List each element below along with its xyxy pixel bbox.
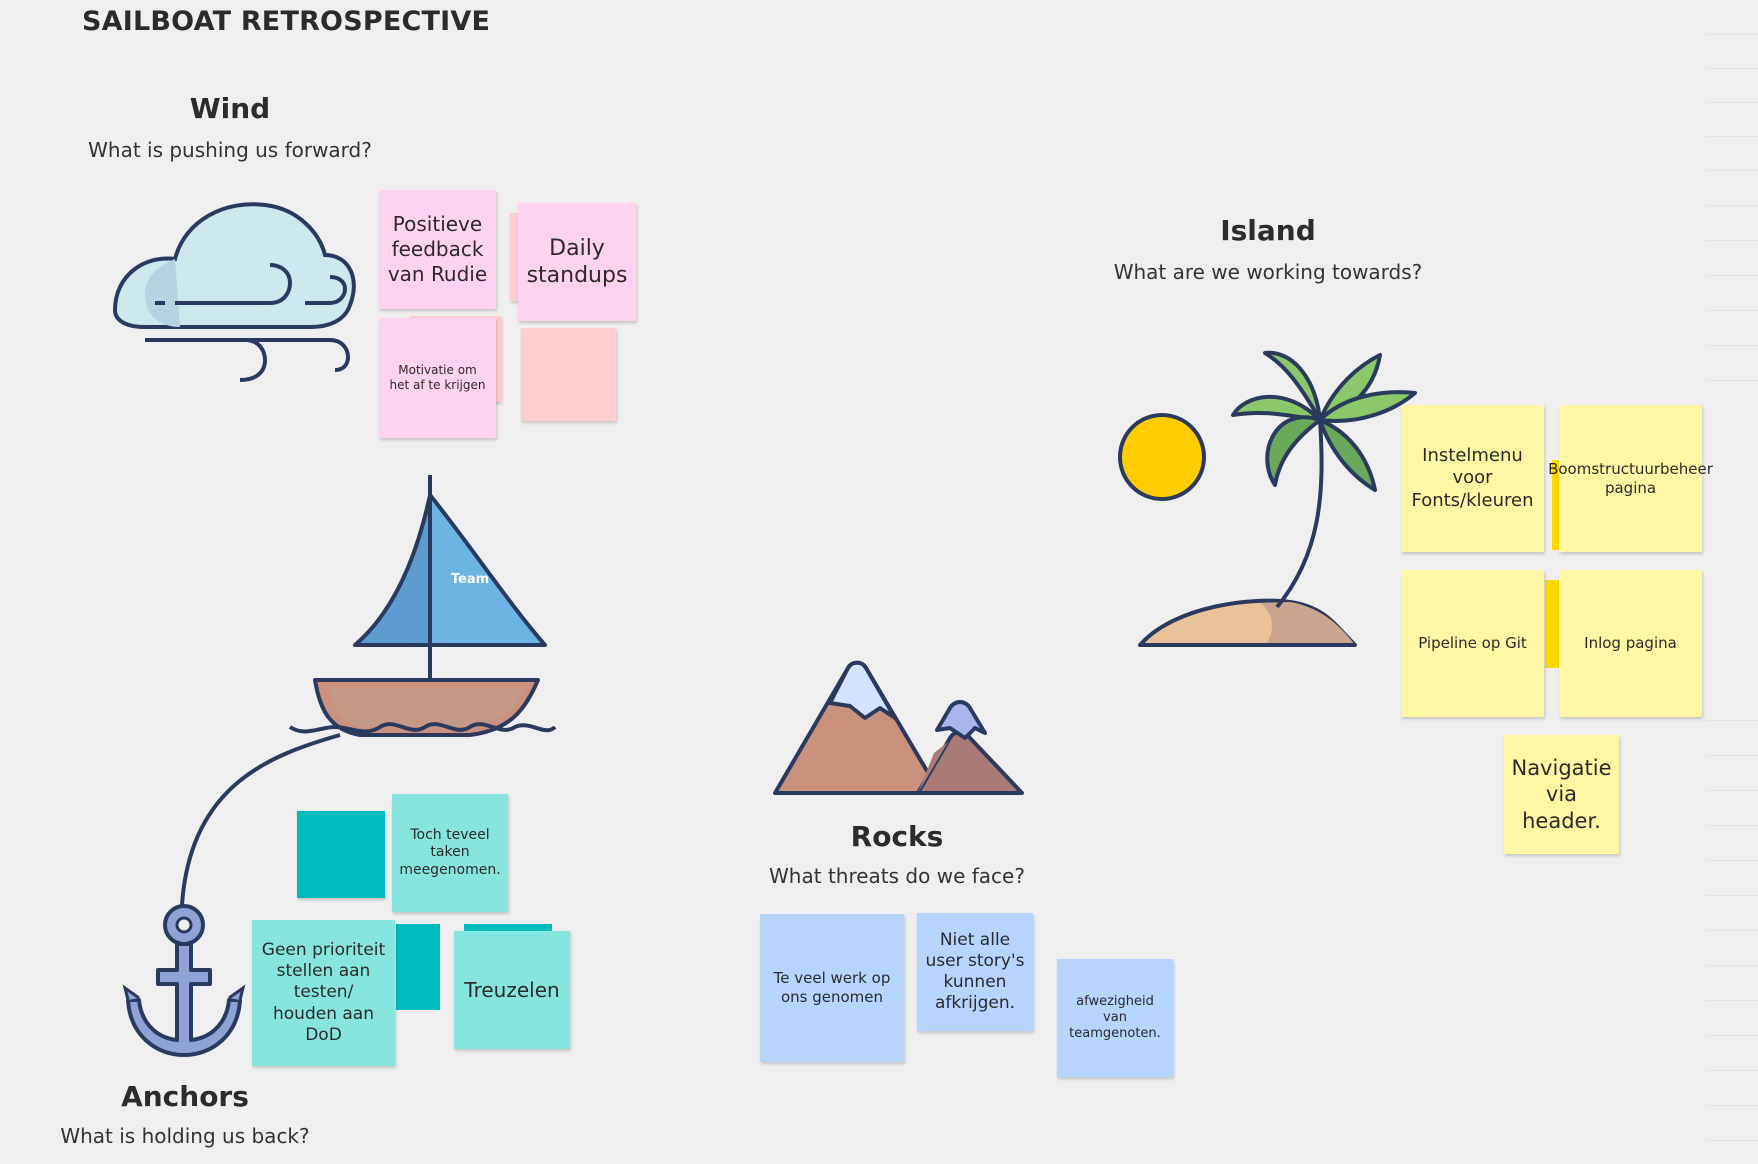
cloud-wind-icon <box>112 202 356 382</box>
board-title: SAILBOAT RETROSPECTIVE <box>82 6 491 37</box>
sticky-note[interactable]: afwezigheid van teamgenoten. <box>1057 959 1173 1077</box>
island-title: Island <box>1220 214 1316 247</box>
rocks-subtitle: What threats do we face? <box>769 864 1025 888</box>
sticky-note[interactable] <box>297 811 385 898</box>
sticky-note-edge[interactable] <box>1545 580 1561 668</box>
sticky-note[interactable]: Treuzelen <box>454 931 570 1049</box>
sun-icon <box>1118 413 1206 501</box>
sticky-note[interactable]: Positieve feedback van Rudie <box>379 190 496 309</box>
sticky-note[interactable]: Motivatie om het af te krijgen <box>379 318 496 438</box>
sticky-note[interactable] <box>396 924 440 1010</box>
wind-title: Wind <box>189 92 271 125</box>
sticky-note[interactable] <box>521 328 616 421</box>
mountains-icon <box>773 660 1024 795</box>
rocks-title: Rocks <box>850 820 944 853</box>
wind-subtitle: What is pushing us forward? <box>88 138 372 162</box>
sticky-note[interactable]: Daily standups <box>518 203 636 321</box>
sticky-note[interactable]: Navigatie via header. <box>1504 735 1619 854</box>
sticky-note[interactable]: Instelmenu voor Fonts/kleuren <box>1401 405 1544 552</box>
sticky-note[interactable]: Te veel werk op ons genomen <box>760 914 904 1062</box>
palm-island-icon <box>1138 350 1417 647</box>
sailboat-icon <box>180 475 557 906</box>
sticky-note[interactable]: Boomstructuurbeheer pagina <box>1548 405 1713 552</box>
sticky-note[interactable]: Niet alle user story's kunnen afkrijgen. <box>917 913 1033 1031</box>
canvas-edge <box>1706 0 1758 1164</box>
island-subtitle: What are we working towards? <box>1113 260 1423 284</box>
anchors-subtitle: What is holding us back? <box>60 1124 310 1148</box>
sticky-note[interactable]: Toch teveel taken meegenomen. <box>392 794 508 912</box>
sticky-note[interactable]: Geen prioriteit stellen aan testen/ houd… <box>252 920 395 1066</box>
anchor-icon <box>122 904 246 1057</box>
anchors-title: Anchors <box>121 1080 249 1113</box>
sticky-note[interactable]: Pipeline op Git <box>1401 570 1544 717</box>
sticky-note[interactable]: Inlog pagina <box>1559 570 1702 717</box>
sail-label: Team <box>450 572 490 587</box>
